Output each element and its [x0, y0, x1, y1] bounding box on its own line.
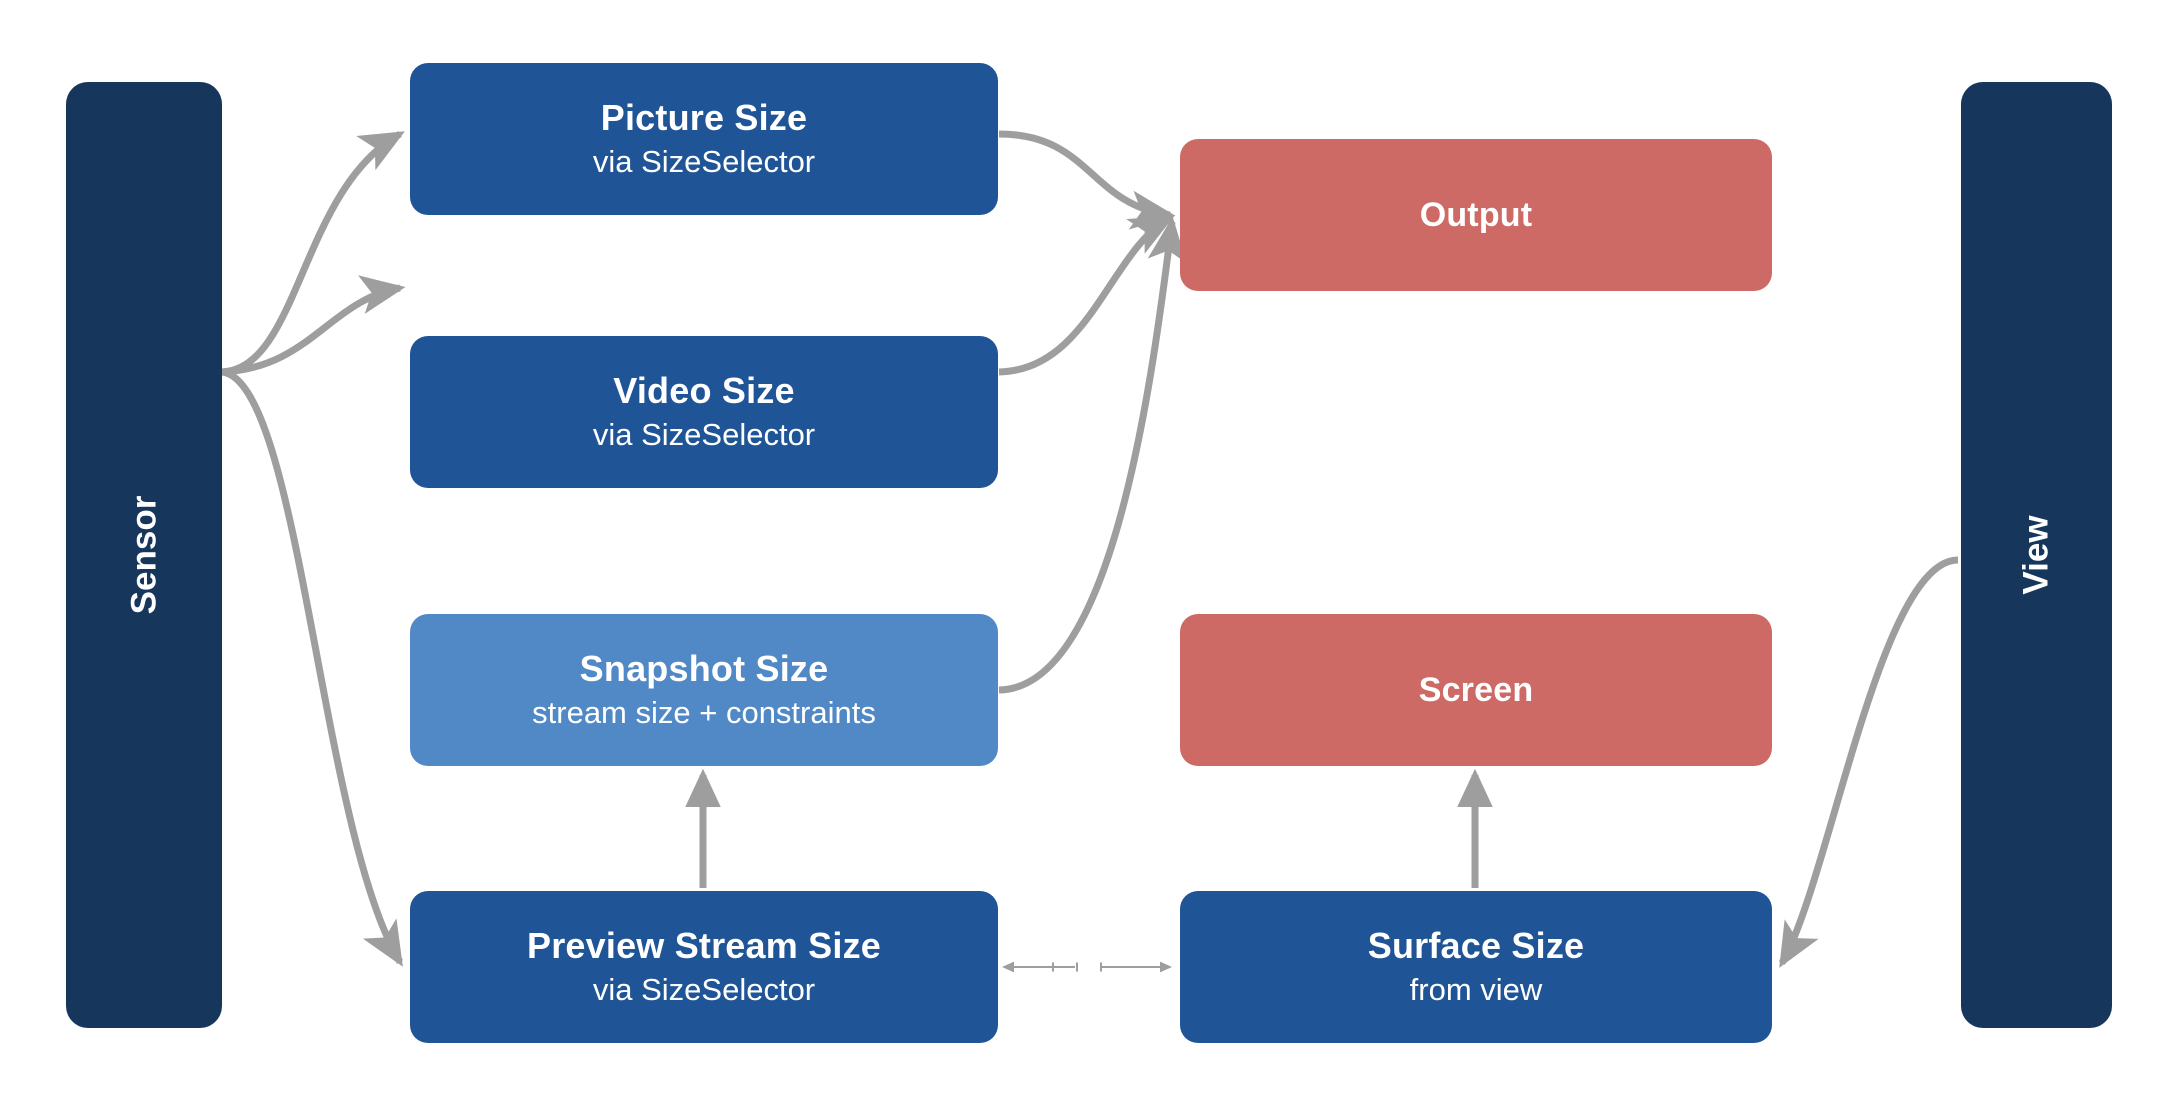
- node-output-title: Output: [1419, 195, 1533, 234]
- node-snapshot-size-subtitle: stream size + constraints: [532, 694, 876, 730]
- node-surface-size[interactable]: Surface Size from view: [1180, 891, 1772, 1043]
- node-surface-size-title: Surface Size: [1367, 925, 1585, 967]
- node-preview-stream-size[interactable]: Preview Stream Size via SizeSelector: [410, 891, 998, 1043]
- lane-view[interactable]: View: [1961, 82, 2112, 1028]
- lane-view-label: View: [2016, 515, 2056, 595]
- edge-view-to-surface-size: [1778, 556, 1959, 968]
- edge-video-size-to-output: [998, 214, 1175, 376]
- edge-sensor-to-preview-stream-size: [221, 368, 403, 967]
- node-snapshot-size-title: Snapshot Size: [579, 648, 829, 690]
- node-video-size-subtitle: via SizeSelector: [592, 416, 816, 452]
- edge-sensor-to-picture-size: [221, 130, 405, 376]
- node-picture-size-title: Picture Size: [600, 97, 808, 139]
- lane-sensor-label: Sensor: [124, 495, 163, 615]
- node-video-size-title: Video Size: [613, 370, 795, 412]
- edge-picture-size-to-output: [998, 130, 1176, 230]
- node-screen[interactable]: Screen: [1180, 614, 1772, 766]
- node-preview-stream-size-subtitle: via SizeSelector: [592, 971, 816, 1007]
- node-preview-stream-size-title: Preview Stream Size: [527, 925, 881, 967]
- edge-snapshot-size-to-output: [998, 216, 1187, 694]
- node-video-size[interactable]: Video Size via SizeSelector: [410, 336, 998, 488]
- node-surface-size-subtitle: from view: [1409, 971, 1543, 1007]
- lane-sensor[interactable]: Sensor: [66, 82, 222, 1028]
- node-picture-size[interactable]: Picture Size via SizeSelector: [410, 63, 998, 215]
- node-snapshot-size[interactable]: Snapshot Size stream size + constraints: [410, 614, 998, 766]
- node-output[interactable]: Output: [1180, 139, 1772, 291]
- node-screen-title: Screen: [1418, 670, 1534, 709]
- edge-sensor-to-video-size: [221, 275, 406, 376]
- node-picture-size-subtitle: via SizeSelector: [592, 143, 816, 179]
